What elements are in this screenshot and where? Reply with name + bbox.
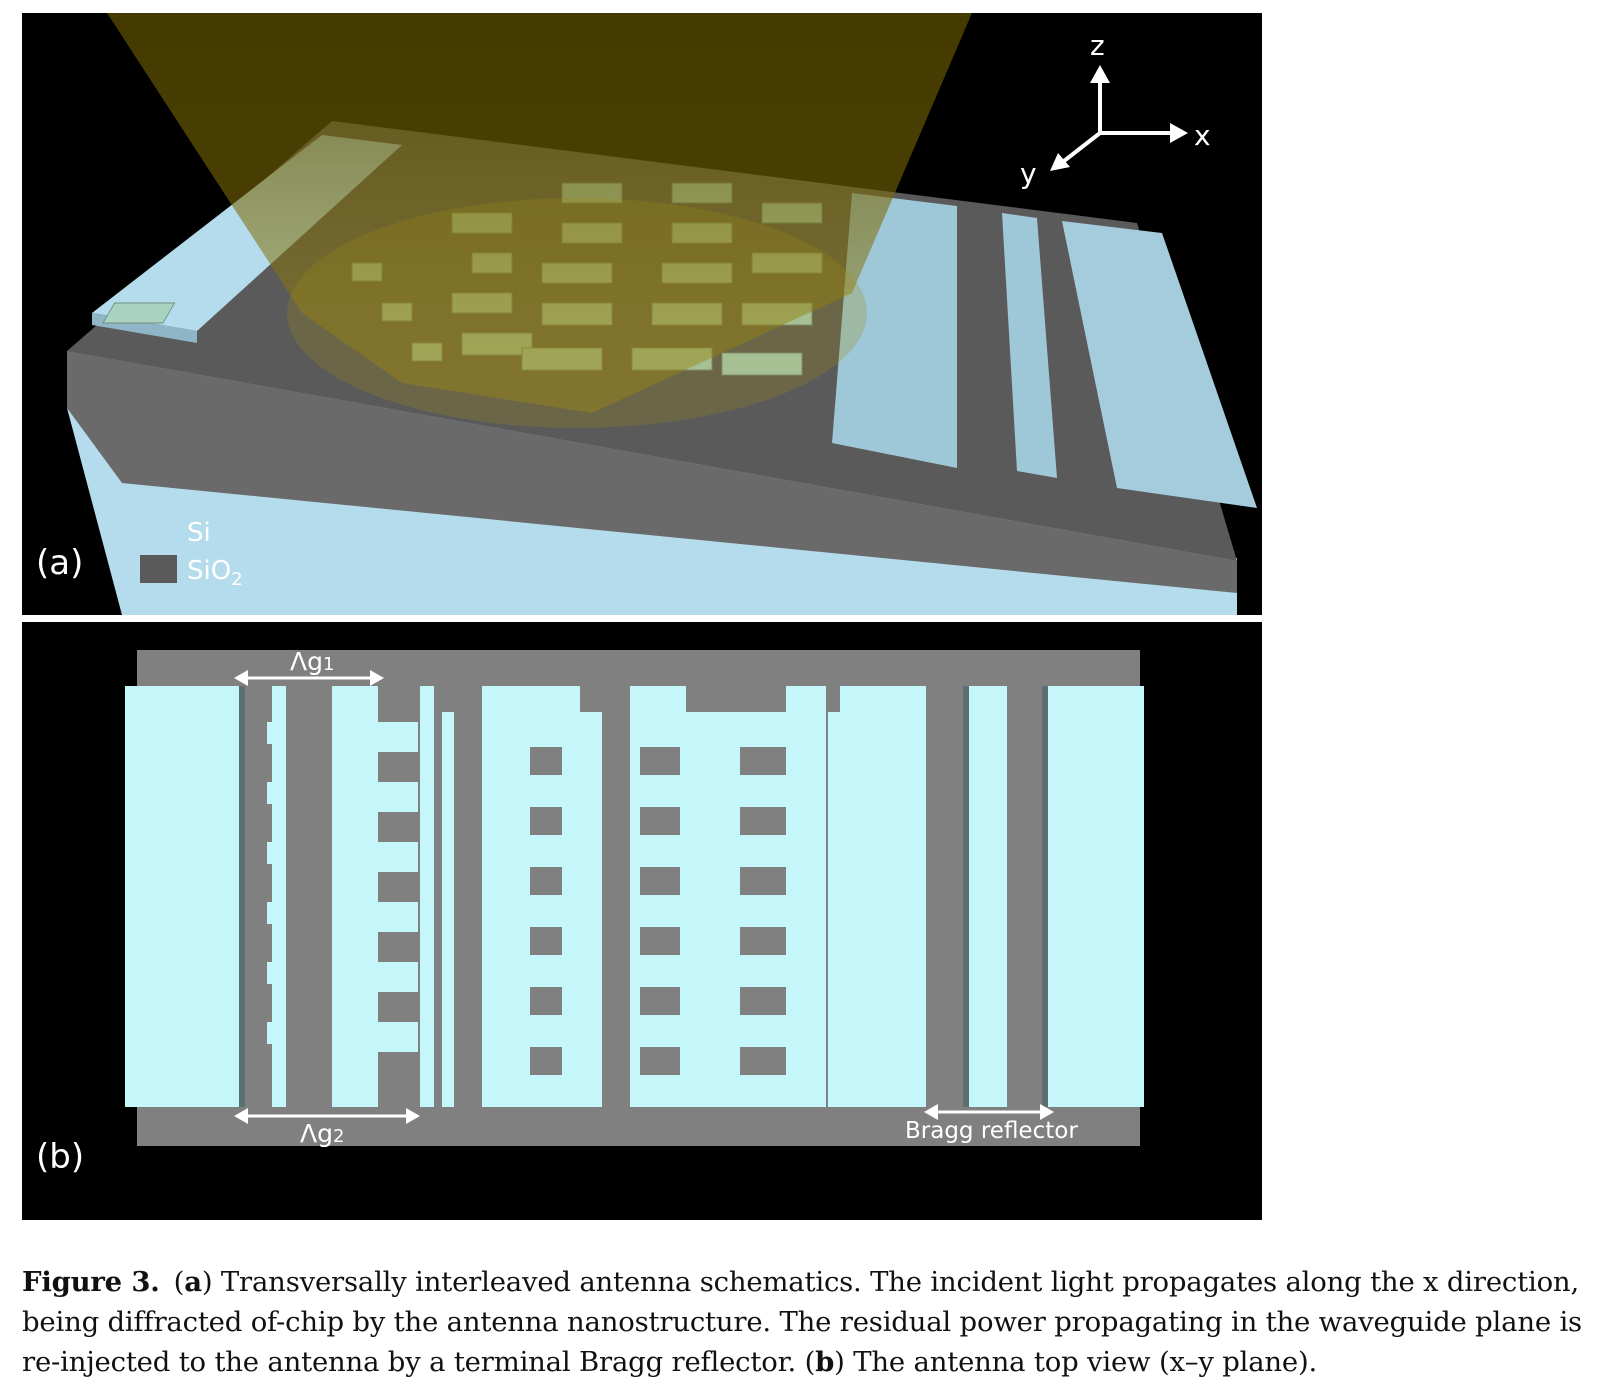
- panel-a-label: (a): [36, 543, 84, 583]
- bragg-reflector-label: Bragg reflector: [905, 1118, 1078, 1144]
- figure-caption: Figure 3.(a) Transversally interleaved a…: [22, 1266, 1582, 1378]
- axis-y-label: y: [1020, 157, 1037, 190]
- period-label-top: Λg1: [290, 647, 334, 676]
- sio2-front-face: [67, 351, 1237, 593]
- incident-light-beam: [107, 13, 972, 413]
- si-right-slab-top: [1048, 686, 1144, 1107]
- chip-3d-illustration: z x y Si SiO2: [67, 13, 1257, 615]
- legend-si-label: Si: [187, 518, 211, 548]
- si-left-slab-top: [125, 686, 239, 1107]
- panel-b-top-view: Λg1 Λg2 Bragg reflector (b): [22, 622, 1262, 1220]
- antenna-group-3: [630, 686, 840, 1107]
- period-label-bottom: Λg2: [300, 1119, 344, 1148]
- axis-x-label: x: [1194, 119, 1211, 152]
- legend-si-swatch: [140, 518, 177, 546]
- caption-b-text: ) The antenna top view (x–y plane).: [834, 1346, 1318, 1378]
- caption-a-letter: a: [184, 1266, 202, 1298]
- legend-sio2-label: SiO2: [187, 556, 243, 590]
- legend-sio2-swatch: [140, 555, 177, 583]
- caption-a-text: ) Transversally interleaved antenna sche…: [22, 1266, 1582, 1378]
- panel-a-3d-schematic: z x y Si SiO2 (a): [22, 13, 1262, 615]
- si-right-block-top: [840, 686, 926, 1107]
- bragg-reflector-bar: [969, 686, 1007, 1107]
- panel-b-label: (b): [36, 1137, 85, 1177]
- caption-b-letter: b: [815, 1346, 835, 1378]
- axis-z-label: z: [1090, 29, 1105, 62]
- caption-label: Figure 3.: [22, 1266, 160, 1298]
- antenna-group-1: [267, 686, 454, 1107]
- axes-indicator: [1050, 65, 1188, 171]
- si-end-slab-3d: [1062, 221, 1257, 508]
- bragg-bar-3d: [1002, 213, 1057, 478]
- chip-top-view-illustration: Λg1 Λg2 Bragg reflector: [125, 647, 1144, 1148]
- period-arrows: [234, 670, 1054, 1124]
